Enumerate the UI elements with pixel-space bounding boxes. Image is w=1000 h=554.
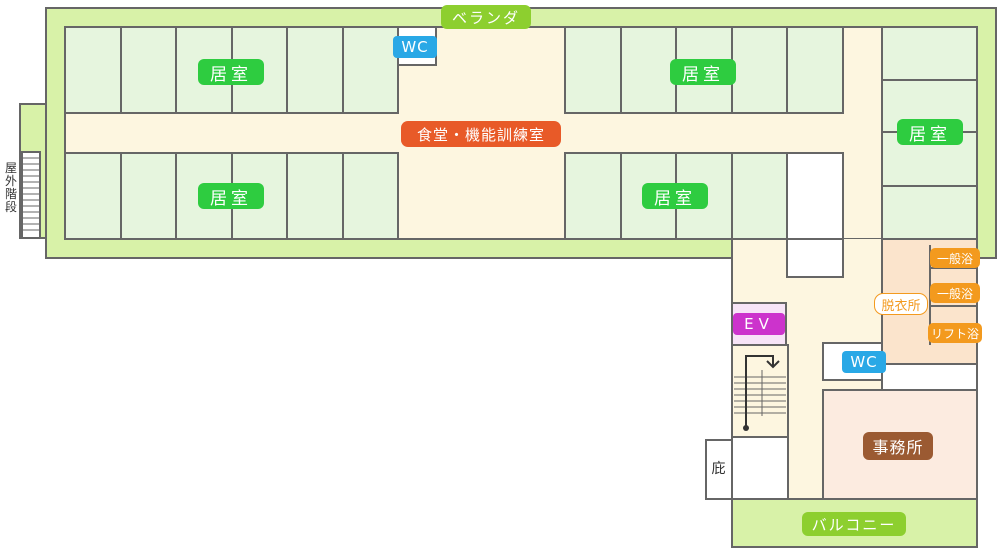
wc-bottom-label: WC <box>842 351 886 373</box>
wc-top-label: WC <box>393 36 437 58</box>
office-label: 事務所 <box>863 432 933 460</box>
room-east-label: 居室 <box>897 119 963 145</box>
balcony-label: バルコニー <box>802 512 906 536</box>
eaves-label: 庇 <box>711 461 727 477</box>
dressing-room-label: 脱衣所 <box>874 293 928 315</box>
bath-corridor-box <box>881 363 978 391</box>
stair-direction-arrow <box>745 355 780 426</box>
room-bottom-right-label: 居室 <box>642 183 708 209</box>
veranda-label: ベランダ <box>441 5 531 29</box>
indoor-stairs <box>731 344 789 438</box>
ev-label: EV <box>733 313 785 335</box>
dining-label: 食堂・機能訓練室 <box>401 121 561 147</box>
outdoor-stairs <box>21 151 41 239</box>
bath-general-2-label: 一般浴 <box>930 283 980 303</box>
bath-general-1-label: 一般浴 <box>930 248 980 268</box>
outdoor-stairs-label: 屋外階段 <box>4 161 17 214</box>
storage-1 <box>786 152 844 240</box>
room-bottom-left-label: 居室 <box>198 183 264 209</box>
room-top-left-label: 居室 <box>198 59 264 85</box>
storage-3 <box>731 436 789 500</box>
room-top-right-label: 居室 <box>670 59 736 85</box>
bath-lift-label: リフト浴 <box>928 323 982 343</box>
stair-start-dot <box>743 425 749 431</box>
storage-2 <box>786 238 844 278</box>
